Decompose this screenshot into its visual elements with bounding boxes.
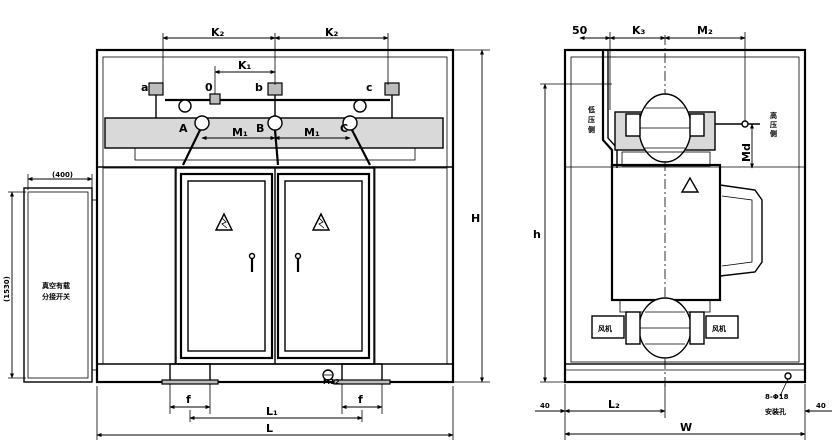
label-m1-right: M₁ — [304, 126, 320, 139]
tap-changer-label-2: 分接开关 — [42, 292, 70, 301]
hv-terminal-c — [342, 115, 358, 131]
label-neutral: 0 — [205, 81, 213, 94]
foot-right — [341, 363, 383, 383]
label-hv-a: A — [179, 122, 188, 135]
ground-terminal: M12 — [322, 369, 340, 386]
lv-bus-lead — [601, 50, 614, 168]
door-right — [276, 172, 371, 360]
label-f-right: f — [358, 393, 363, 406]
label-high-side-2: 压 — [770, 120, 777, 129]
hv-bushing-upper-c — [353, 99, 367, 113]
label-l: L — [266, 422, 273, 435]
lv-terminal-c — [384, 82, 400, 118]
label-50: 50 — [572, 24, 588, 37]
label-fan-right: 风机 — [712, 324, 726, 333]
fan-left — [591, 315, 625, 339]
label-k2-left: K₂ — [211, 26, 225, 39]
label-hv-c: C — [340, 122, 348, 135]
label-40-right: 40 — [816, 402, 826, 410]
label-side-box-width: (400) — [52, 171, 73, 179]
label-md: Md — [740, 143, 753, 162]
label-low-side-1: 低 — [587, 105, 595, 114]
fan-right — [705, 315, 739, 339]
hv-bushing-upper-a — [178, 99, 192, 113]
label-k2-right: K₂ — [325, 26, 339, 39]
label-high-side-1: 高 — [770, 111, 777, 120]
label-ground: M12 — [323, 378, 340, 386]
label-k1: K₁ — [238, 59, 252, 72]
label-l1: L₁ — [266, 405, 278, 418]
label-h-side: h — [533, 228, 541, 241]
label-low-side-2: 压 — [588, 115, 595, 124]
tap-changer-label-1: 真空有载 — [42, 281, 70, 290]
label-m2: M₂ — [697, 24, 713, 37]
label-hv-b: B — [256, 122, 264, 135]
label-high-side-3: 侧 — [770, 129, 777, 138]
label-low-side-3: 侧 — [588, 125, 595, 134]
foot-left — [169, 363, 211, 383]
label-40-left: 40 — [540, 402, 550, 410]
front-left-panel — [102, 167, 176, 365]
label-l2: L₂ — [608, 398, 620, 411]
mounting-hole — [784, 372, 792, 380]
label-phase-c: c — [366, 81, 373, 94]
label-k3: K₃ — [632, 24, 646, 37]
yoke-lower-band — [134, 147, 416, 161]
label-phase-b: b — [255, 81, 263, 94]
label-f-left: f — [186, 393, 191, 406]
front-view: K₂ K₂ K₁ a 0 b c A B C M₁ M₁ — [3, 26, 490, 440]
front-right-panel — [374, 167, 448, 365]
tap-changer-box — [23, 187, 93, 383]
label-w: W — [680, 421, 692, 434]
hv-lead-b — [273, 129, 280, 166]
lv-terminal-0 — [209, 93, 221, 105]
label-phase-a: a — [141, 81, 148, 94]
label-side-box-height: (1530) — [3, 276, 11, 302]
transformer-core-body — [610, 163, 722, 302]
door-left — [179, 172, 274, 360]
hv-lead-c — [351, 129, 371, 166]
label-fan-left: 风机 — [598, 324, 612, 333]
hv-lead-a — [182, 129, 201, 166]
side-view: 50 K₃ M₂ 低 压 侧 高 压 侧 Md — [533, 24, 832, 440]
label-m1-left: M₁ — [232, 126, 248, 139]
label-h: H — [471, 212, 480, 225]
label-holes: 8-Φ18 — [765, 393, 789, 401]
label-mounting-holes: 安装孔 — [765, 407, 786, 416]
hv-terminal-a — [194, 115, 210, 131]
hv-terminal-b — [267, 115, 283, 131]
tap-changer-handle — [719, 184, 763, 277]
lv-terminal-a — [148, 82, 164, 118]
side-base — [564, 363, 806, 383]
